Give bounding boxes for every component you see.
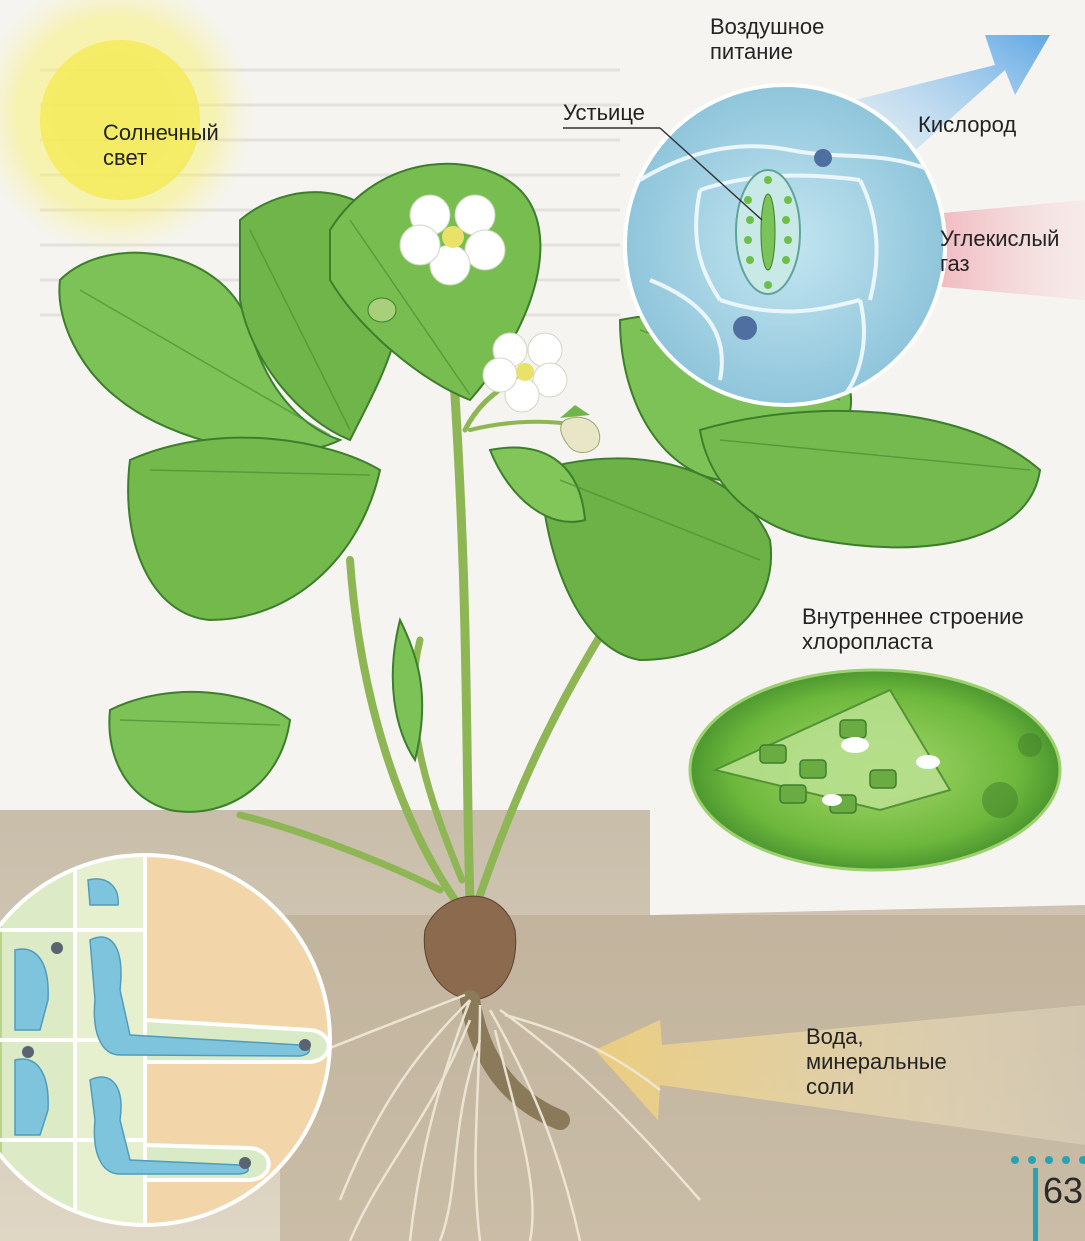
sunlight-label: Солнечный свет [103, 120, 219, 170]
stomata-label: Устьице [563, 100, 645, 125]
page-number-bar [1033, 1168, 1038, 1241]
oxygen-label: Кислород [918, 112, 1016, 137]
guard-cells [736, 170, 800, 294]
water-minerals-label: Вода, минеральные соли [806, 1024, 947, 1099]
co2-label: Углекислый газ [940, 226, 1059, 276]
chloroplast-label: Внутреннее строение хлоропласта [802, 604, 1024, 654]
chloroplast-illustration [690, 670, 1060, 870]
page-number: 63 [1043, 1170, 1083, 1212]
air-nutrition-label: Воздушное питание [710, 14, 824, 64]
flower-bud [368, 298, 396, 322]
stomata-magnified-circle [625, 85, 945, 405]
